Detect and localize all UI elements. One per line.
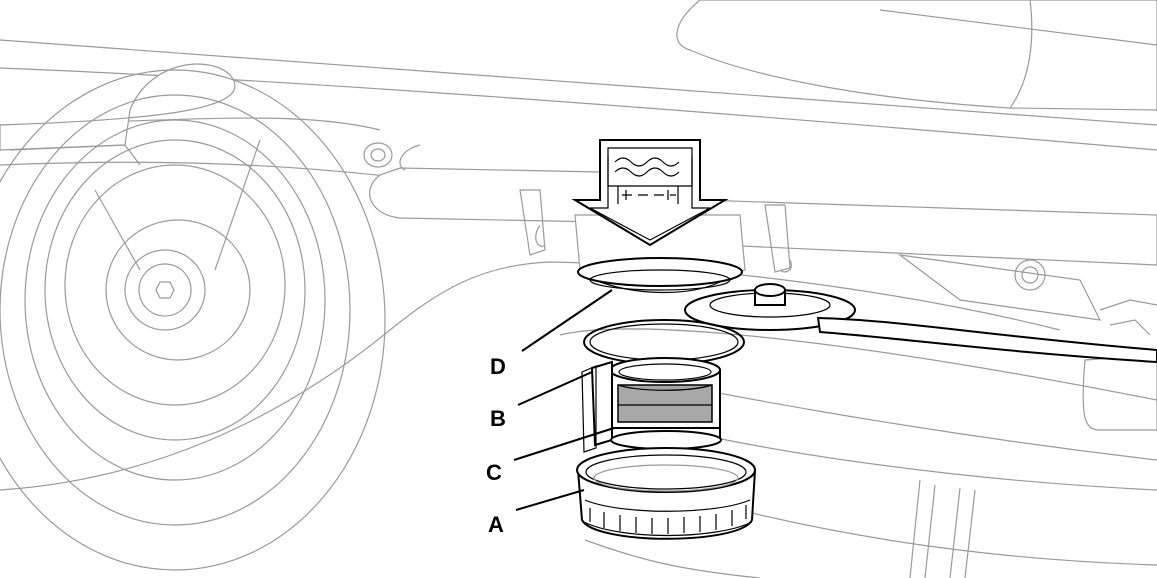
callout-leader-d bbox=[521, 289, 613, 352]
water-waves-icon bbox=[607, 156, 693, 187]
filter-ring-c bbox=[610, 427, 722, 450]
filter-icon bbox=[617, 186, 679, 204]
callout-label-c: C bbox=[486, 460, 502, 485]
wheel-cover bbox=[0, 63, 236, 151]
deck-surface bbox=[559, 328, 1157, 578]
callout-leader-a bbox=[515, 489, 585, 511]
callout-label-a: A bbox=[488, 512, 504, 537]
callout-label-d: D bbox=[490, 354, 506, 379]
drain-valve bbox=[571, 139, 746, 294]
filter-screen-b bbox=[581, 357, 721, 453]
upper-body-panel bbox=[676, 0, 1157, 111]
callout-leader-c bbox=[513, 427, 615, 461]
callouts: D B C A bbox=[486, 289, 615, 537]
wheel bbox=[0, 69, 386, 571]
filter-assembly bbox=[576, 319, 757, 540]
down-arrow-icon bbox=[571, 139, 729, 247]
filter-cup-a bbox=[576, 447, 757, 540]
pulley-hub bbox=[684, 283, 1157, 364]
callout-leader-b bbox=[517, 371, 593, 406]
cable bbox=[0, 261, 1061, 491]
callout-label-b: B bbox=[490, 406, 506, 431]
background-hose bbox=[363, 142, 1157, 273]
